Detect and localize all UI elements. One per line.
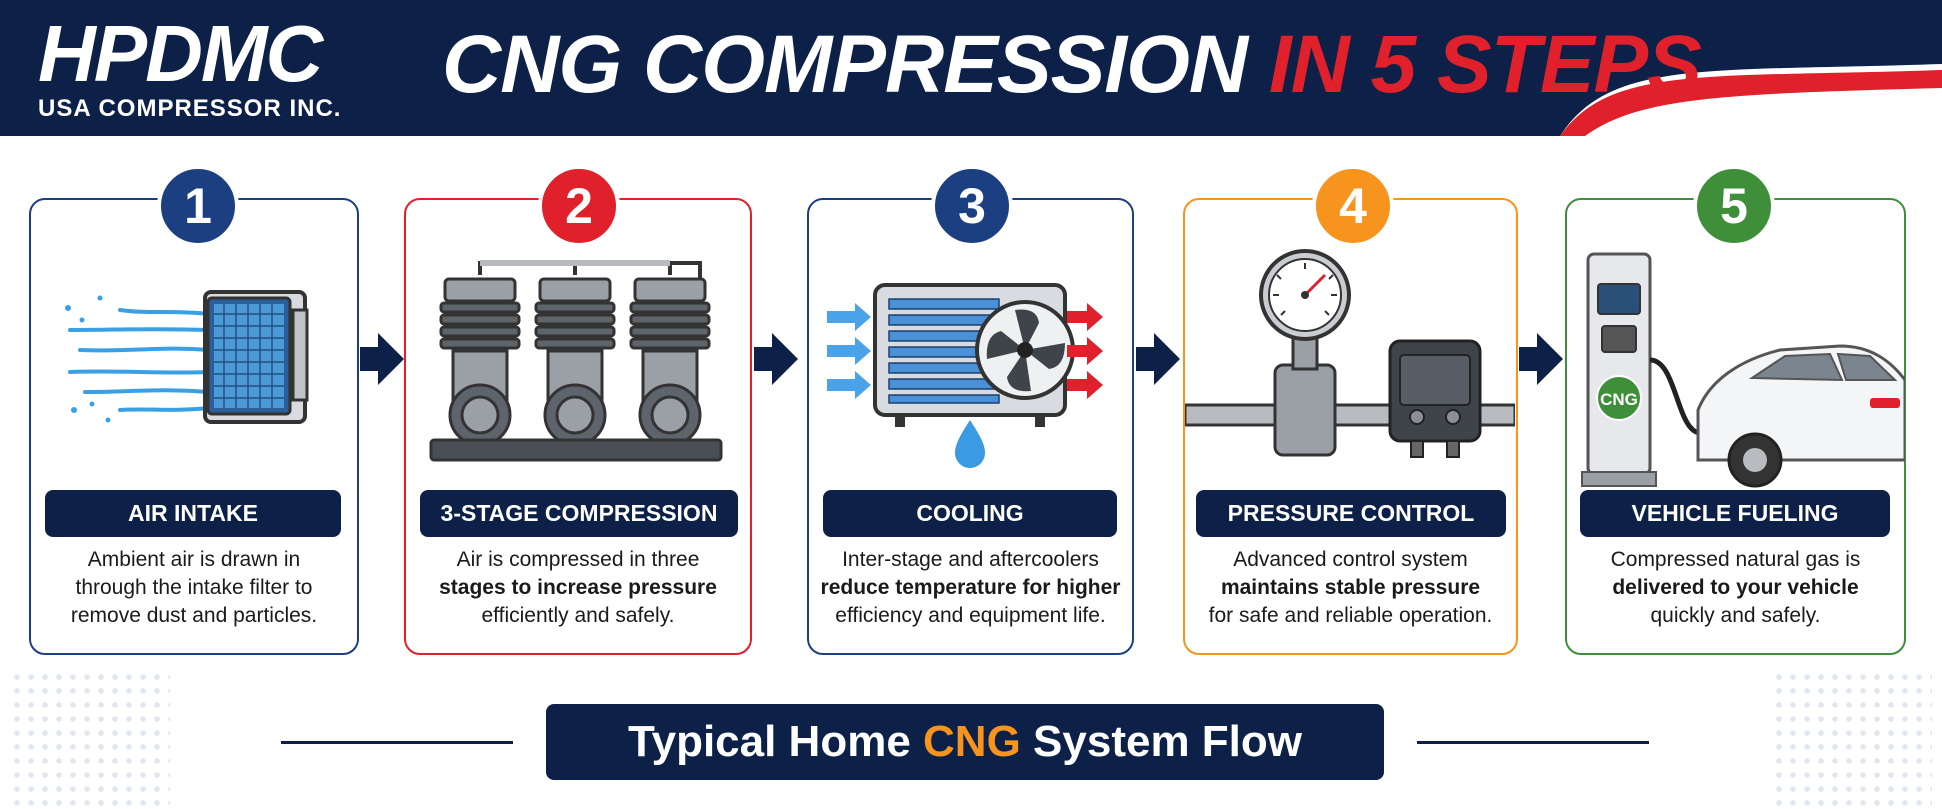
step-description-4: Advanced control system maintains stable… (1208, 548, 1493, 627)
step-title-5: VEHICLE FUELING (1580, 490, 1890, 537)
step-title-3: COOLING (823, 490, 1117, 537)
header-banner: HPDMC USA COMPRESSOR INC. CNG COMPRESSIO… (0, 0, 1942, 136)
air-filter-icon (65, 290, 309, 424)
company-name: USA COMPRESSOR INC. (38, 95, 342, 122)
step-title-2: 3-STAGE COMPRESSION (420, 490, 738, 537)
compressor-cylinders-icon (429, 260, 723, 462)
cooler-fan-icon (827, 283, 1103, 468)
step-description-3: Inter-stage and aftercoolers reduce temp… (820, 548, 1121, 627)
flow-accent-text: CNG (923, 717, 1021, 766)
company-logo: HPDMC (38, 9, 323, 98)
title-white-part: CNG COMPRESSION (442, 19, 1248, 110)
step-number-badge-5: 5 (1693, 165, 1775, 247)
cng-pump-label: CNG (1600, 390, 1638, 409)
step-description-5: Compressed natural gas is delivered to y… (1610, 548, 1861, 627)
dot-pattern-decoration (10, 670, 170, 809)
step-number-badge-3: 3 (931, 165, 1013, 247)
step-number-badge-1: 1 (157, 165, 239, 247)
divider-line-right (1417, 741, 1649, 744)
page-title: CNG COMPRESSION IN 5 STEPS (442, 24, 1702, 106)
title-red-part: IN 5 STEPS (1268, 19, 1702, 110)
step-title-4: PRESSURE CONTROL (1196, 490, 1506, 537)
pressure-gauge-icon (1185, 249, 1515, 458)
red-swoosh-decoration (1560, 64, 1942, 136)
flow-arrow-icon (360, 333, 404, 385)
dot-pattern-decoration (1772, 670, 1932, 809)
system-flow-banner: Typical Home CNG System Flow (546, 704, 1384, 780)
divider-line-left (281, 741, 513, 744)
flow-arrow-icon (754, 333, 798, 385)
step-description-2: Air is compressed in three stages to inc… (439, 548, 717, 627)
step-number-badge-4: 4 (1312, 165, 1394, 247)
fuel-dispenser-car-icon: CNG (1581, 252, 1905, 488)
step-title-1: AIR INTAKE (45, 490, 341, 537)
step-number-badge-2: 2 (538, 165, 620, 247)
flow-arrow-icon (1519, 333, 1563, 385)
flow-arrow-icon (1136, 333, 1180, 385)
step-description-1: Ambient air is drawn in through the inta… (70, 548, 318, 627)
